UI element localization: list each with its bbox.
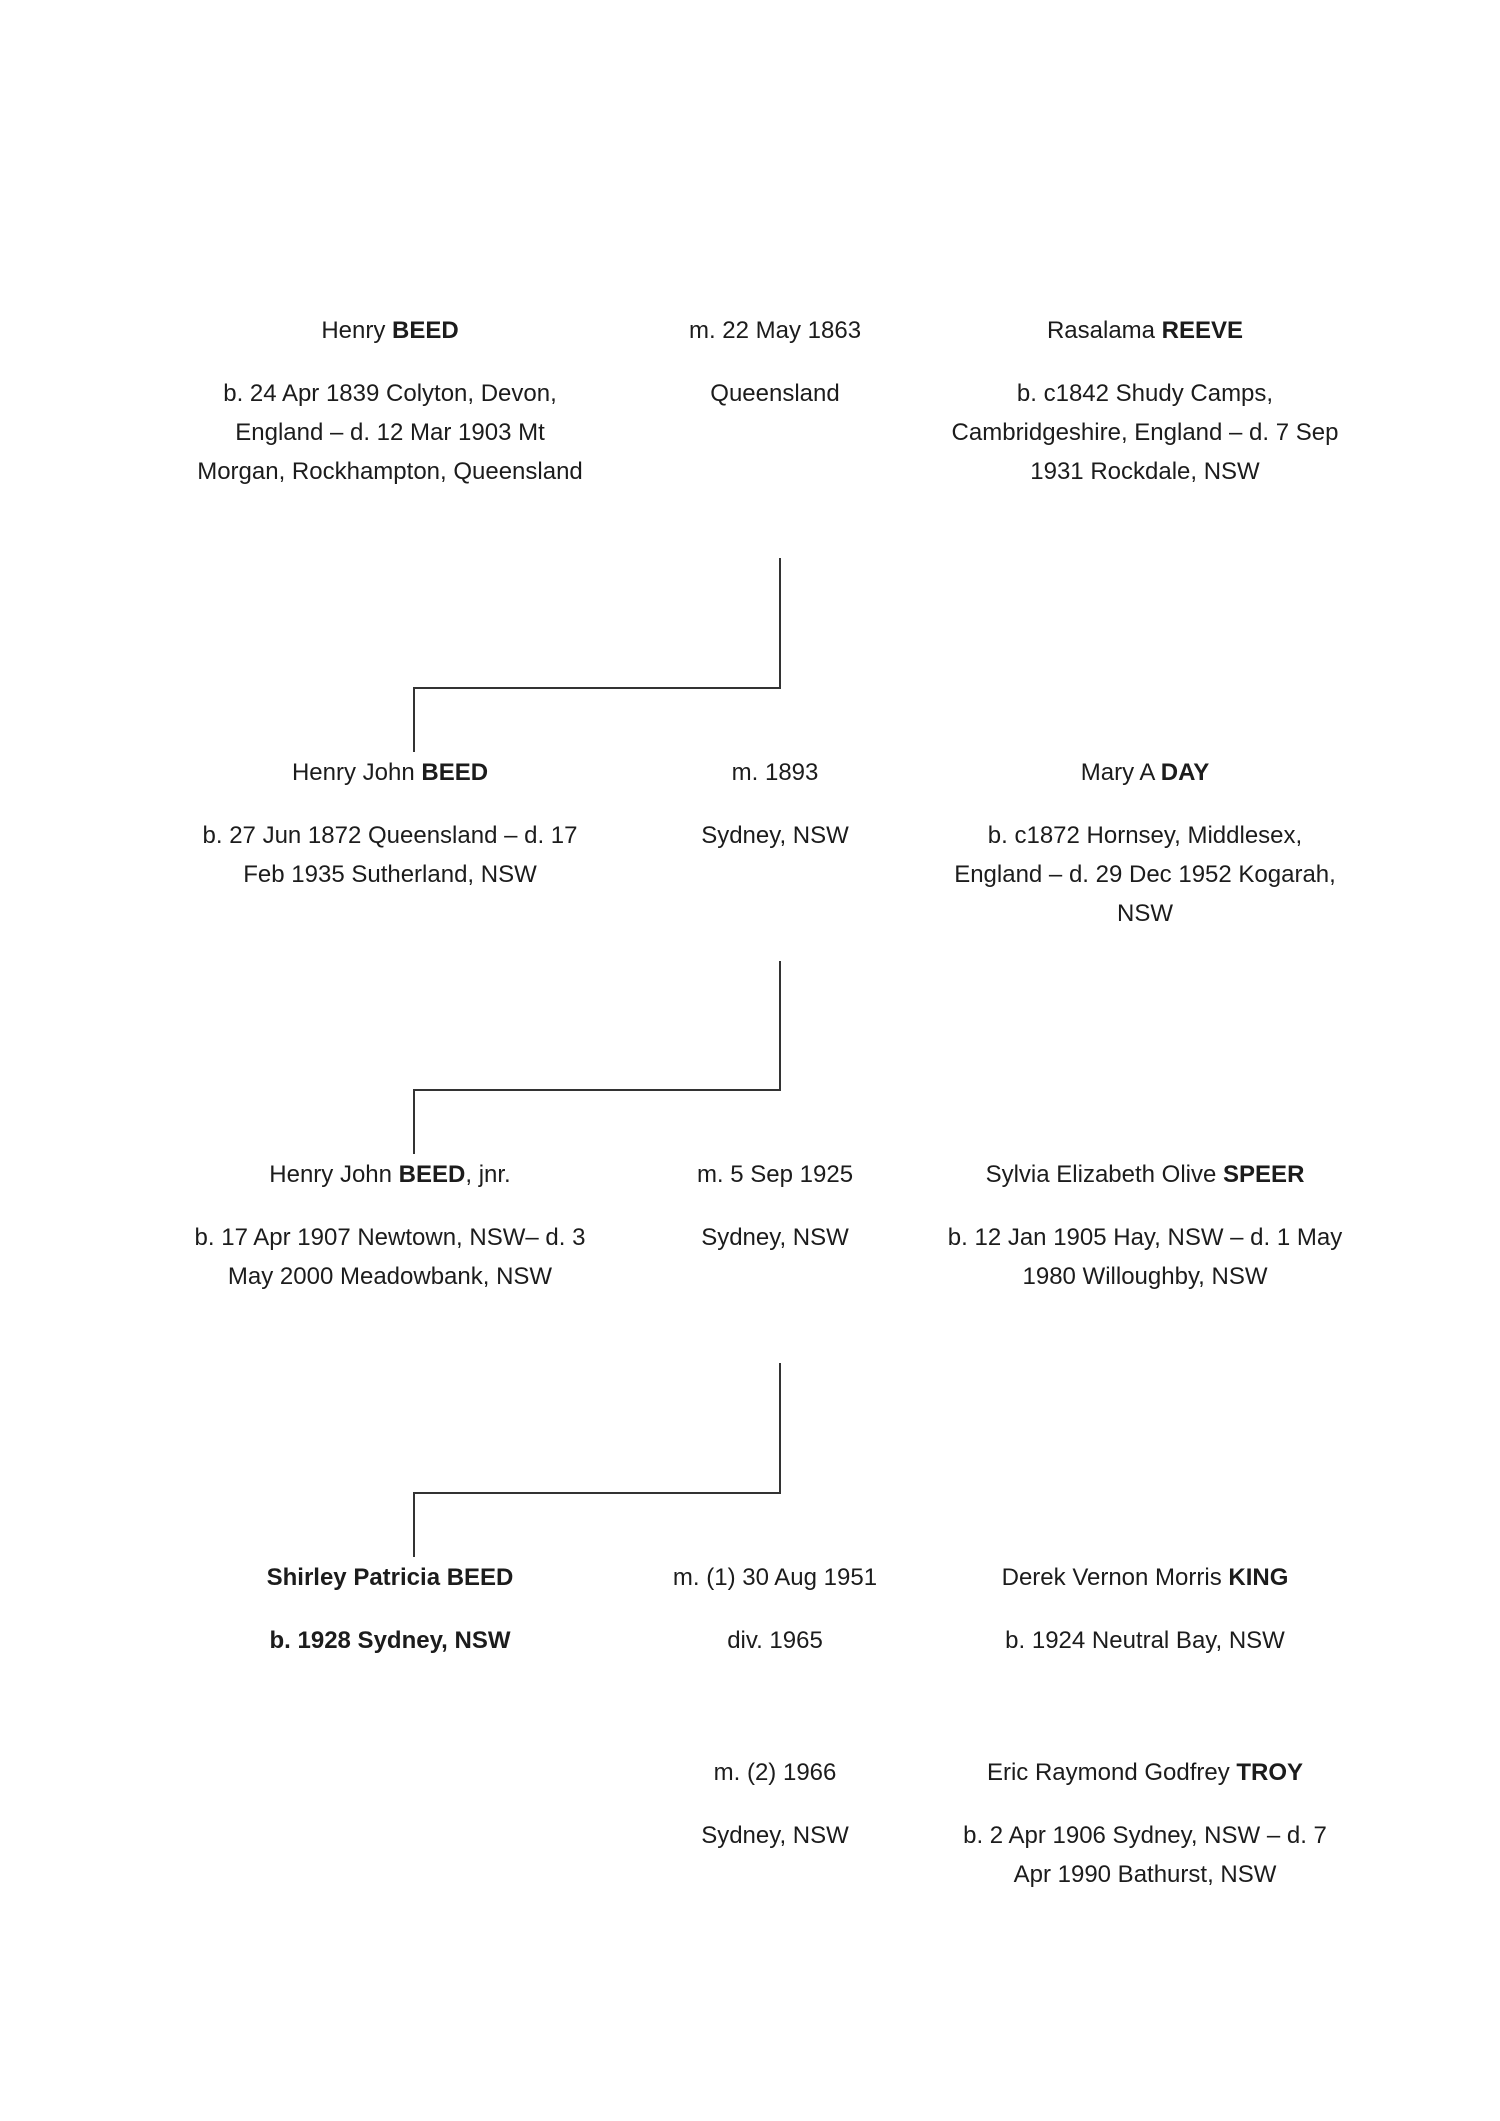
- person-shirley-patricia-beed: Shirley Patricia BEED b. 1928 Sydney, NS…: [190, 1558, 590, 1660]
- person-details: b. 24 Apr 1839 Colyton, Devon, England –…: [197, 380, 583, 485]
- marriage-date: m. (2) 1966: [713, 1759, 837, 1786]
- person-henry-john-beed: Henry John BEED b. 27 Jun 1872 Queenslan…: [190, 753, 590, 894]
- person-henry-beed: Henry BEED b. 24 Apr 1839 Colyton, Devon…: [190, 311, 590, 491]
- marriage-gen4-second: m. (2) 1966 Sydney, NSW: [625, 1753, 925, 1855]
- marriage-place: Queensland: [710, 380, 840, 407]
- person-name: Rasalama REEVE: [1046, 317, 1244, 344]
- person-name: Shirley Patricia BEED: [266, 1564, 514, 1591]
- person-details: b. 12 Jan 1905 Hay, NSW – d. 1 May 1980 …: [947, 1224, 1343, 1290]
- person-eric-troy: Eric Raymond Godfrey TROY b. 2 Apr 1906 …: [945, 1753, 1345, 1894]
- marriage-place: Sydney, NSW: [701, 822, 849, 849]
- person-name: Mary A DAY: [1080, 759, 1210, 786]
- marriage-gen1: m. 22 May 1863 Queensland: [625, 311, 925, 413]
- person-details: b. c1842 Shudy Camps, Cambridgeshire, En…: [951, 380, 1339, 485]
- connector-gen1-gen2: [413, 558, 781, 752]
- person-sylvia-speer: Sylvia Elizabeth Olive SPEER b. 12 Jan 1…: [945, 1155, 1345, 1296]
- person-details: b. 17 Apr 1907 Newtown, NSW– d. 3 May 20…: [194, 1224, 586, 1290]
- person-derek-king: Derek Vernon Morris KING b. 1924 Neutral…: [945, 1558, 1345, 1660]
- person-name: Henry John BEED: [291, 759, 489, 786]
- person-details: b. 27 Jun 1872 Queensland – d. 17 Feb 19…: [202, 822, 578, 888]
- person-name: Sylvia Elizabeth Olive SPEER: [985, 1161, 1305, 1188]
- person-name: Henry John BEED, jnr.: [269, 1161, 511, 1188]
- marriage-place: Sydney, NSW: [701, 1224, 849, 1251]
- person-details: b. 2 Apr 1906 Sydney, NSW – d. 7 Apr 199…: [963, 1822, 1327, 1888]
- person-details: b. 1924 Neutral Bay, NSW: [1005, 1627, 1285, 1654]
- person-details: b. 1928 Sydney, NSW: [269, 1627, 511, 1654]
- marriage-place: Sydney, NSW: [701, 1822, 849, 1849]
- person-mary-a-day: Mary A DAY b. c1872 Hornsey, Middlesex, …: [945, 753, 1345, 933]
- marriage-gen4-first: m. (1) 30 Aug 1951 div. 1965: [625, 1558, 925, 1660]
- person-name: Eric Raymond Godfrey TROY: [986, 1759, 1304, 1786]
- connector-gen3-gen4: [413, 1363, 781, 1557]
- connector-gen2-gen3: [413, 961, 781, 1154]
- person-name: Henry BEED: [321, 317, 459, 344]
- person-name: Derek Vernon Morris KING: [1001, 1564, 1289, 1591]
- person-details: b. c1872 Hornsey, Middlesex, England – d…: [954, 822, 1336, 927]
- marriage-date: m. 1893: [731, 759, 819, 786]
- person-henry-john-beed-jnr: Henry John BEED, jnr. b. 17 Apr 1907 New…: [190, 1155, 590, 1296]
- marriage-date: m. (1) 30 Aug 1951: [672, 1564, 878, 1591]
- marriage-gen2: m. 1893 Sydney, NSW: [625, 753, 925, 855]
- divorce-date: div. 1965: [727, 1627, 823, 1654]
- marriage-gen3: m. 5 Sep 1925 Sydney, NSW: [625, 1155, 925, 1257]
- marriage-date: m. 5 Sep 1925: [696, 1161, 854, 1188]
- marriage-date: m. 22 May 1863: [688, 317, 862, 344]
- person-rasalama-reeve: Rasalama REEVE b. c1842 Shudy Camps, Cam…: [945, 311, 1345, 491]
